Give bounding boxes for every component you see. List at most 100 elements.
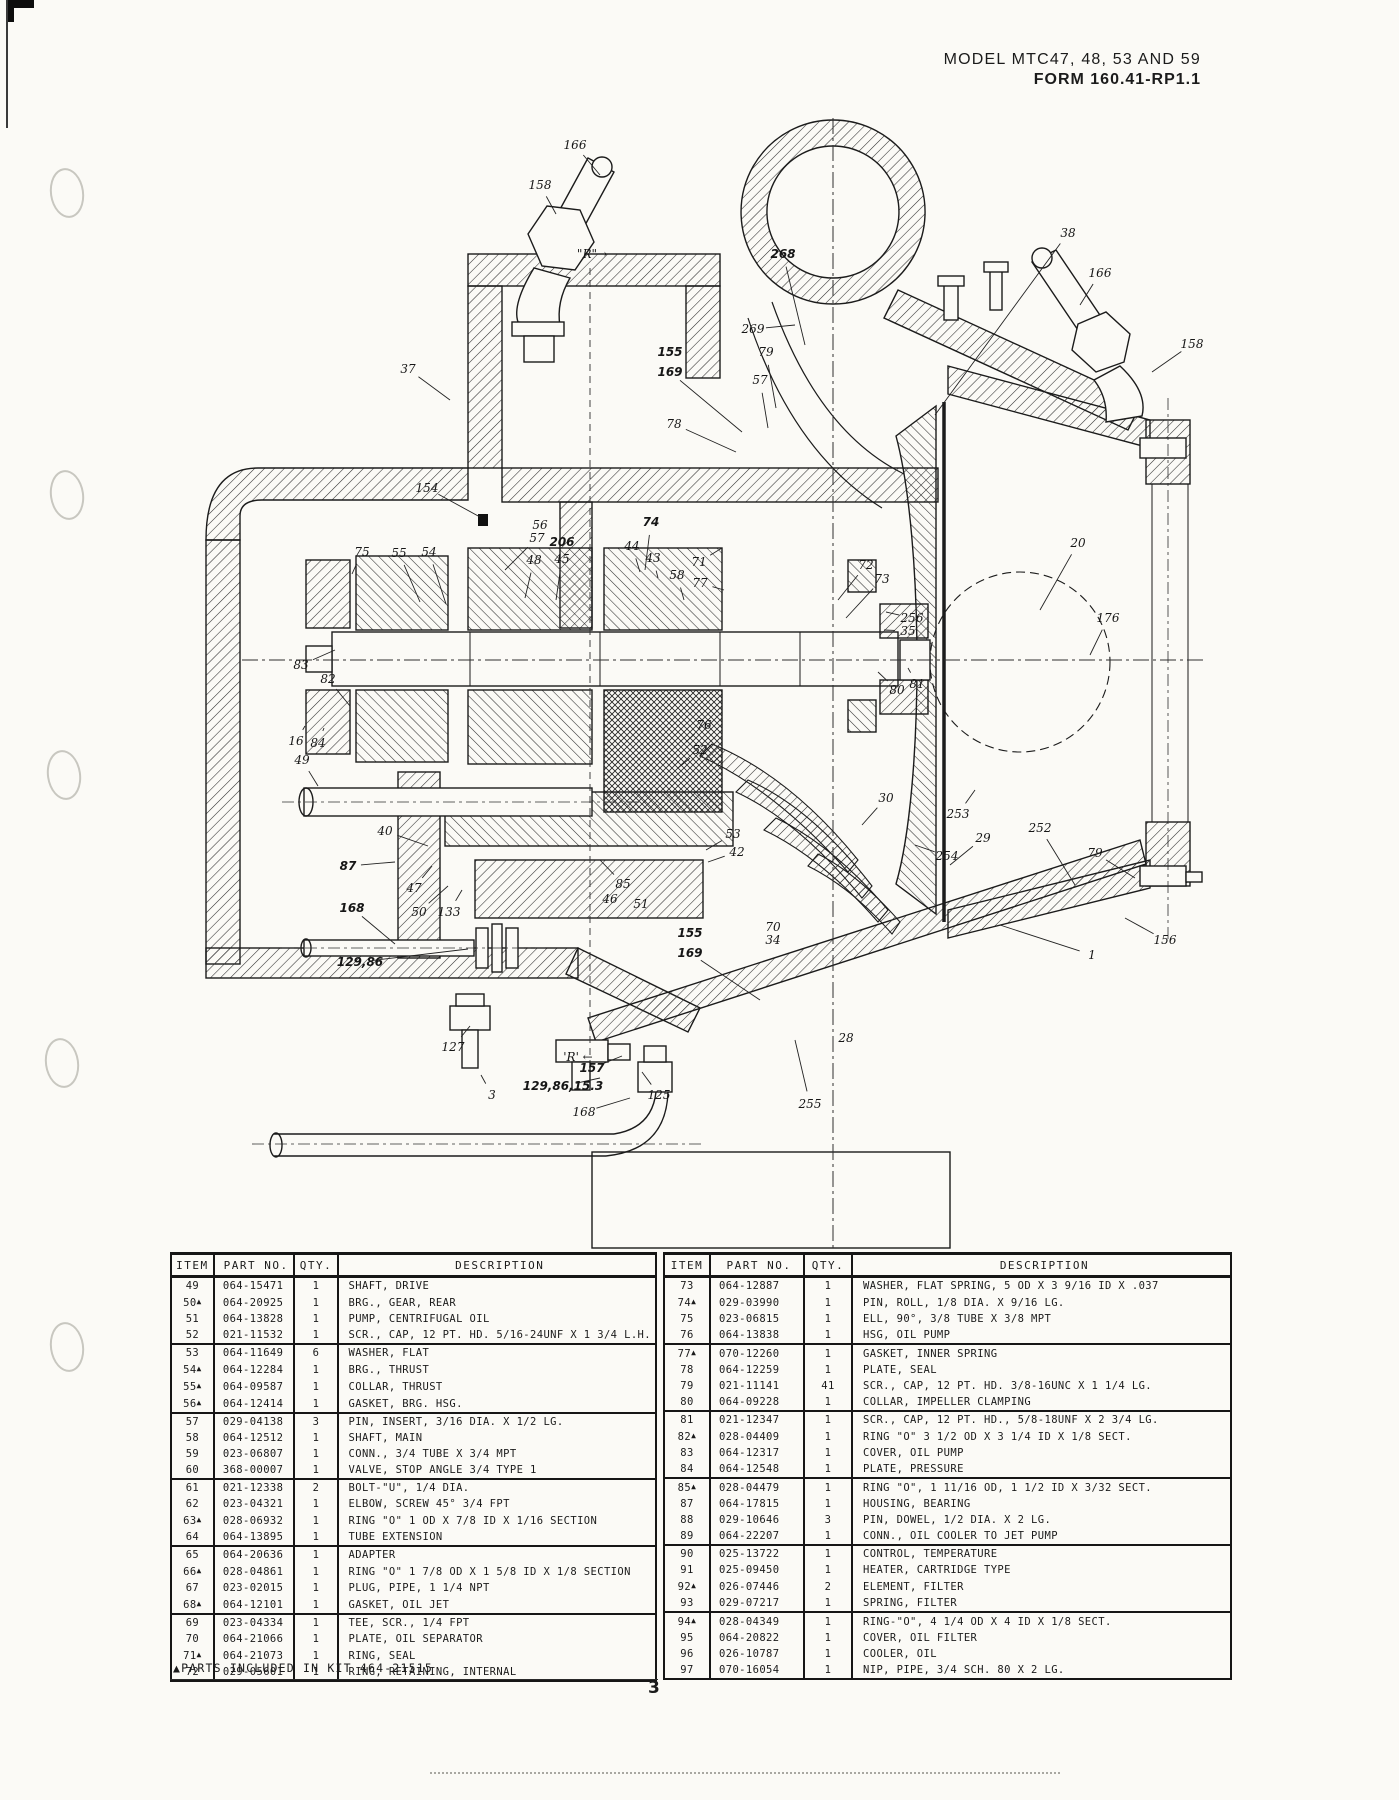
parts-cell: 82▲ xyxy=(664,1428,711,1445)
diagram-callout: 'R' ← xyxy=(563,1050,593,1064)
parts-cell: 064-21073 xyxy=(213,1647,296,1664)
diagram-callout: 53 xyxy=(725,827,741,841)
callout-leader xyxy=(685,428,737,453)
diagram-callout: 71 xyxy=(691,555,706,569)
parts-cell: 75 xyxy=(664,1311,711,1327)
parts-cell: CONN., OIL COOLER TO JET PUMP xyxy=(863,1530,1058,1542)
callout-leader xyxy=(524,572,532,599)
diagram-callout: 30 xyxy=(878,791,894,805)
callout-leader xyxy=(1079,283,1094,306)
callout-leader xyxy=(707,855,725,863)
parts-cell: 81 xyxy=(664,1410,711,1428)
callout-leader xyxy=(765,324,796,329)
diagram-callout: 82 xyxy=(320,672,335,686)
parts-cell: 029-10646 xyxy=(710,1512,805,1528)
parts-cell: WASHER, FLAT xyxy=(337,1343,656,1361)
callout-leader xyxy=(949,845,974,866)
page-header: MODEL MTC47, 48, 53 AND 59 FORM 160.41-R… xyxy=(944,50,1201,90)
parts-cell: 76 xyxy=(664,1327,711,1344)
assembly-diagram: 166158"R"→372682693816615815516979577815… xyxy=(205,118,1205,1250)
parts-cell: 92▲ xyxy=(664,1578,711,1595)
parts-cell: 53 xyxy=(171,1343,215,1361)
callout-leader xyxy=(700,959,761,1001)
parts-cell: 023-04321 xyxy=(213,1496,296,1512)
parts-cell: 83 xyxy=(664,1445,711,1461)
parts-cell: 064-12548 xyxy=(710,1461,805,1478)
callout-leader xyxy=(403,564,421,603)
parts-cell: 1 xyxy=(294,1446,339,1462)
model-title: MODEL MTC47, 48, 53 AND 59 xyxy=(943,51,1201,68)
parts-cell: 1 xyxy=(294,1311,339,1327)
parts-cell: 064-17815 xyxy=(710,1496,805,1512)
parts-cell: 60 xyxy=(171,1462,215,1479)
parts-cell: SCR., CAP, 12 PT. HD., 5/8-18UNF X 2 3/4… xyxy=(852,1410,1231,1428)
callout-leader xyxy=(575,1077,601,1084)
parts-cell: 85▲ xyxy=(664,1477,711,1496)
parts-cell: 41 xyxy=(804,1378,853,1394)
callout-leader xyxy=(1151,351,1182,373)
callout-leader xyxy=(397,834,429,847)
parts-cell: RING "O" 3 1/2 OD X 3 1/4 ID X 1/8 SECT. xyxy=(863,1430,1132,1443)
parts-cell: 1 xyxy=(804,1496,853,1512)
parts-cell: SPRING, FILTER xyxy=(863,1597,958,1609)
diagram-callout: 55 xyxy=(391,546,406,560)
parts-cell: 023-02015 xyxy=(213,1580,296,1596)
callout-leader xyxy=(480,1074,487,1084)
callout-leader xyxy=(907,667,912,673)
diagram-callout: 80 xyxy=(889,683,905,697)
diagram-callout: 49 xyxy=(293,753,310,767)
parts-cell: 1 xyxy=(804,1311,853,1327)
parts-cell: 1 xyxy=(294,1529,339,1546)
parts-cell: ELL, 90°, 3/8 TUBE X 3/8 MPT xyxy=(863,1313,1052,1325)
diagram-callout: 158 xyxy=(529,178,552,192)
parts-cell: 3 xyxy=(294,1412,339,1430)
parts-cell: 070-12260 xyxy=(710,1343,805,1362)
parts-cell: 368-00007 xyxy=(213,1462,296,1479)
diagram-callout: 34 xyxy=(765,933,780,947)
diagram-callout: 83 xyxy=(293,658,309,672)
parts-cell: SHAFT, MAIN xyxy=(348,1432,423,1444)
callout-leader xyxy=(705,840,723,851)
diagram-callout: 47 xyxy=(405,881,422,895)
column-header: ITEM xyxy=(664,1253,711,1278)
parts-cell: BOLT-"U", 1/4 DIA. xyxy=(337,1478,656,1496)
diagram-callout: 81 xyxy=(909,677,924,691)
diagram-callout: 72 xyxy=(858,558,873,572)
parts-cell: 77▲ xyxy=(664,1343,711,1362)
parts-cell: 070-16054 xyxy=(710,1662,805,1679)
parts-cell: 93 xyxy=(664,1595,711,1612)
parts-cell: 064-12259 xyxy=(710,1362,805,1378)
diagram-callout: 158 xyxy=(1181,337,1204,351)
parts-cell: RING, RETAINING, INTERNAL xyxy=(348,1666,517,1678)
diagram-callout: 28 xyxy=(837,1031,854,1045)
callout-leader xyxy=(555,571,561,601)
parts-cell: 65 xyxy=(171,1545,215,1563)
parts-cell: RING "O" 1 7/8 OD X 1 5/8 ID X 1/8 SECTI… xyxy=(348,1565,631,1578)
parts-cell: 73 xyxy=(664,1276,711,1294)
parts-cell: 71▲ xyxy=(171,1647,215,1664)
callout-leader xyxy=(1089,629,1103,656)
parts-cell: RING "O", 1 11/16 OD, 1 1/2 ID X 3/32 SE… xyxy=(852,1477,1231,1496)
parts-cell: 1 xyxy=(294,1512,339,1529)
parts-cell: 1 xyxy=(804,1646,853,1662)
parts-cell: 84 xyxy=(664,1461,711,1478)
parts-cell: 1 xyxy=(804,1294,853,1311)
